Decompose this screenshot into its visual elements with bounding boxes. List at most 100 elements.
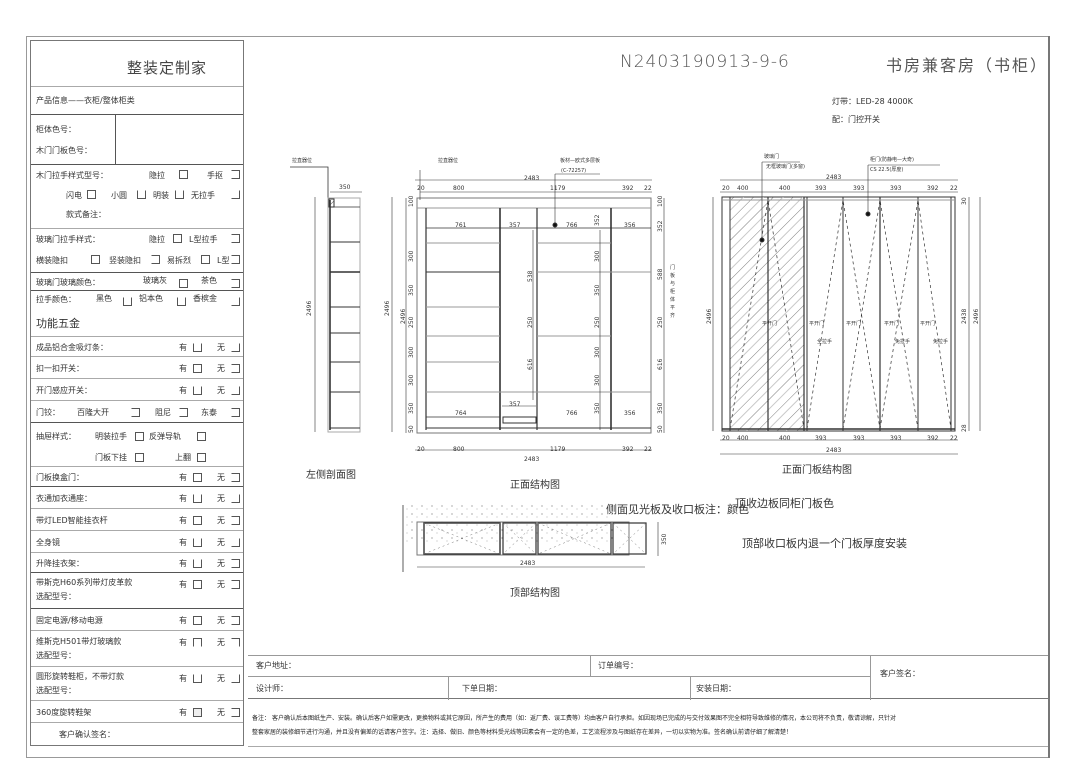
form-title-row bbox=[31, 41, 243, 87]
checkbox-no[interactable] bbox=[231, 616, 240, 625]
svg-text:392: 392 bbox=[622, 185, 634, 192]
checkbox-glass-hidden[interactable] bbox=[173, 234, 182, 243]
checkbox-no[interactable] bbox=[231, 559, 240, 568]
svg-text:393: 393 bbox=[853, 185, 865, 192]
checkbox-yes[interactable] bbox=[193, 343, 202, 352]
checkbox-yes[interactable] bbox=[193, 494, 202, 503]
row-label: 升降挂衣架： bbox=[36, 559, 84, 568]
checkbox-door-hang[interactable] bbox=[135, 453, 144, 462]
no-label: 无 bbox=[217, 538, 225, 547]
checkbox-lightning[interactable] bbox=[87, 190, 96, 199]
designer-field[interactable] bbox=[298, 678, 446, 698]
checkbox-finger-pull[interactable] bbox=[231, 170, 240, 179]
no-label: 无 bbox=[217, 516, 225, 525]
checkbox-easy-remove[interactable] bbox=[201, 255, 210, 264]
color-code-row: 柜体色号： 木门门板色号： bbox=[31, 115, 243, 165]
side-section-caption: 左侧剖面图 bbox=[306, 470, 356, 481]
hinge-row: 门铰： 百隆大开 阻尼 东泰 bbox=[31, 401, 243, 423]
svg-text:平开门: 平开门 bbox=[846, 320, 861, 327]
svg-text:免拉手: 免拉手 bbox=[895, 338, 910, 345]
checkbox-damping[interactable] bbox=[179, 408, 188, 417]
svg-text:1179: 1179 bbox=[550, 446, 565, 453]
checkbox-no[interactable] bbox=[231, 580, 240, 589]
door-color-label: 木门门板色号： bbox=[36, 146, 92, 155]
yes-label: 有 bbox=[179, 616, 187, 625]
svg-text:616: 616 bbox=[527, 358, 534, 370]
checkbox-no[interactable] bbox=[231, 473, 240, 482]
option-label: 隐拉 bbox=[149, 235, 165, 244]
handle-color-row: 拉手颜色： 黑色 铝本色 香槟金 功能五金 bbox=[31, 291, 243, 337]
checkbox-blum[interactable] bbox=[131, 408, 140, 417]
checkbox-yes[interactable] bbox=[193, 473, 202, 482]
checkbox-yes[interactable] bbox=[193, 516, 202, 525]
checkbox-no[interactable] bbox=[231, 364, 240, 373]
divider bbox=[870, 656, 871, 700]
checkbox-yes[interactable] bbox=[193, 386, 202, 395]
drawer-label: 抽屉样式： bbox=[36, 432, 76, 441]
checkbox-visible-handle[interactable] bbox=[135, 432, 144, 441]
checkbox-no[interactable] bbox=[231, 343, 240, 352]
checkbox-champagne[interactable] bbox=[231, 297, 240, 306]
checkbox-dongtai[interactable] bbox=[231, 408, 240, 417]
svg-text:100: 100 bbox=[657, 195, 664, 207]
checkbox-rebound-rail[interactable] bbox=[197, 432, 206, 441]
checkbox-no[interactable] bbox=[231, 708, 240, 717]
checkbox-vertical-hidden[interactable] bbox=[151, 255, 160, 264]
checkbox-glass-tea[interactable] bbox=[231, 279, 240, 288]
checkbox-yes[interactable] bbox=[193, 616, 202, 625]
divider bbox=[115, 115, 116, 164]
checkbox-surface-mount[interactable] bbox=[175, 190, 184, 199]
designer-label: 设计师： bbox=[256, 684, 288, 693]
row-label: 带灯LED智能挂衣杆 bbox=[36, 516, 108, 525]
remarks-line-1: 备注： 客户确认后本图纸生产、安装。确认后客户如需更改，更换物料或其它原因，所产… bbox=[252, 712, 1042, 726]
option-label: 横装隐扣 bbox=[36, 256, 68, 265]
svg-text:免拉手: 免拉手 bbox=[933, 338, 948, 345]
checkbox-no-handle[interactable] bbox=[231, 190, 240, 199]
checkbox-yes[interactable] bbox=[193, 364, 202, 373]
checkbox-glass-grey[interactable] bbox=[179, 279, 188, 288]
front-structure-drawing bbox=[405, 170, 665, 451]
sheet-edge bbox=[1048, 36, 1050, 758]
customer-address-field[interactable] bbox=[308, 657, 588, 675]
checkbox-yes[interactable] bbox=[193, 559, 202, 568]
option-label: 反弹导轨 bbox=[149, 432, 181, 441]
row-label: 衣通加衣通座： bbox=[36, 494, 92, 503]
checkbox-no[interactable] bbox=[231, 638, 240, 647]
checkbox-aluminum[interactable] bbox=[177, 297, 186, 306]
checkbox-no[interactable] bbox=[231, 494, 240, 503]
checkbox-horizontal-hidden[interactable] bbox=[91, 255, 100, 264]
svg-text:350: 350 bbox=[408, 284, 415, 296]
checkbox-yes[interactable] bbox=[193, 638, 202, 647]
svg-text:2438: 2438 bbox=[961, 309, 968, 324]
svg-text:766: 766 bbox=[566, 222, 578, 229]
checkbox-hidden-pull[interactable] bbox=[179, 170, 188, 179]
svg-text:350: 350 bbox=[657, 402, 664, 414]
yes-label: 有 bbox=[179, 538, 187, 547]
checkbox-no[interactable] bbox=[231, 674, 240, 683]
svg-text:平开门: 平开门 bbox=[809, 320, 824, 327]
order-date-field[interactable] bbox=[508, 678, 688, 698]
order-number-label: 订单编号： bbox=[598, 661, 638, 670]
svg-text:392: 392 bbox=[927, 185, 939, 192]
yes-label: 有 bbox=[179, 516, 187, 525]
checkbox-l-type[interactable] bbox=[231, 255, 240, 264]
checkbox-yes[interactable] bbox=[193, 674, 202, 683]
checkbox-yes[interactable] bbox=[193, 708, 202, 717]
checkbox-no[interactable] bbox=[231, 538, 240, 547]
checkbox-black[interactable] bbox=[123, 297, 132, 306]
checkbox-no[interactable] bbox=[231, 516, 240, 525]
install-date-field[interactable] bbox=[742, 678, 868, 698]
customer-signature-field[interactable] bbox=[938, 658, 1042, 698]
checkbox-yes[interactable] bbox=[193, 580, 202, 589]
checkbox-yes[interactable] bbox=[193, 538, 202, 547]
order-number-field[interactable] bbox=[648, 657, 868, 675]
checkbox-flip-up[interactable] bbox=[197, 453, 206, 462]
checkbox-small-round[interactable] bbox=[137, 190, 146, 199]
checkbox-no[interactable] bbox=[231, 386, 240, 395]
form-title: 整装定制家 bbox=[127, 59, 208, 77]
row-label: 全身镜 bbox=[36, 538, 60, 547]
svg-text:393: 393 bbox=[890, 185, 902, 192]
yes-no-row: 成品铝合金吸灯条： 有 无 bbox=[31, 337, 243, 357]
checkbox-glass-l-handle[interactable] bbox=[231, 234, 240, 243]
svg-text:393: 393 bbox=[890, 435, 902, 442]
